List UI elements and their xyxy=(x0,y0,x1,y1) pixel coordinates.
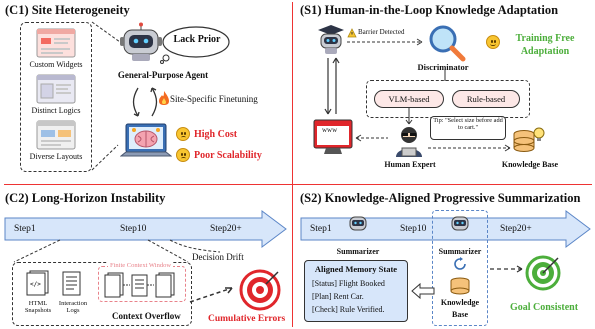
high-cost-label: High Cost xyxy=(194,129,238,140)
goal-arrow xyxy=(490,265,523,273)
memory-line-2: [Plan] Rent Car. xyxy=(312,292,364,301)
kb-label: Knowledge Base xyxy=(501,160,559,169)
summarizer-label-2: Summarizer xyxy=(438,247,482,256)
c1-title: (C1) Site Heterogeneity xyxy=(5,3,130,17)
magnifier-icon xyxy=(429,25,466,62)
barrier-arrow xyxy=(347,38,423,46)
target-miss-icon xyxy=(239,269,281,311)
laptop-brain-icon xyxy=(120,123,172,157)
agent-label: General-Purpose Agent xyxy=(117,70,209,80)
human-expert-icon xyxy=(396,127,422,157)
interaction-logs-label: Interaction Logs xyxy=(58,300,88,315)
refresh-icon xyxy=(454,257,466,270)
fire-icon xyxy=(159,91,169,105)
summarizer-icon-2 xyxy=(451,216,469,231)
s1-loop-arrows xyxy=(324,57,340,115)
human-expert-label: Human Expert xyxy=(384,160,436,169)
tip-text: Tip: "Select size before add to cart." xyxy=(433,117,503,131)
goal-target-icon xyxy=(525,255,561,291)
goal-consistent-label: Goal Consistent xyxy=(509,302,579,313)
barrier-label: Barrier Detected xyxy=(358,28,405,36)
s2-highlight-box xyxy=(432,210,488,326)
custom-widgets-icon xyxy=(36,28,76,58)
c2-step10: Step10 xyxy=(120,224,147,234)
site-label-layouts: Diverse Layouts xyxy=(29,152,83,161)
rule-based-pill: Rule-based xyxy=(452,90,520,108)
memory-hollow-arrow xyxy=(411,282,435,300)
c2-step20: Step20+ xyxy=(210,224,242,234)
finetune-label: Site-Specific Finetuning xyxy=(170,94,258,104)
robot-agent-icon xyxy=(120,22,162,61)
summarizer-icon-1 xyxy=(349,216,367,231)
lack-prior-label: Lack Prior xyxy=(173,34,221,45)
memory-title: Aligned Memory State xyxy=(314,264,398,274)
interaction-logs-icon xyxy=(62,271,81,296)
s2-timeline-arrow xyxy=(300,210,591,248)
s1-title: (S1) Human-in-the-Loop Knowledge Adaptat… xyxy=(300,3,559,17)
html-snapshots-label: HTML Snapshots xyxy=(24,300,52,315)
warning-icon xyxy=(347,28,357,38)
distinct-logics-icon xyxy=(36,74,76,104)
browser-icon xyxy=(313,119,353,154)
s2-step1: Step1 xyxy=(310,224,332,234)
www-label: www xyxy=(322,126,338,134)
c2-error-arrow xyxy=(189,287,233,303)
summarizer-label-1: Summarizer xyxy=(336,247,380,256)
site-connectors xyxy=(91,21,121,171)
context-overflow-label: Context Overflow xyxy=(112,311,181,321)
tip-bubble xyxy=(430,116,506,140)
svg-text:</>: </> xyxy=(30,281,41,288)
finetune-cycle-arrows xyxy=(132,87,158,117)
site-label-widgets: Custom Widgets xyxy=(29,60,83,69)
context-docs-icon xyxy=(104,272,175,298)
c2-zoom-lines xyxy=(13,239,221,263)
sad-face-icon xyxy=(176,127,190,141)
discriminator-label: Discriminator xyxy=(417,62,469,72)
disc-connector xyxy=(444,70,446,81)
context-window-label: Finite Context Window xyxy=(108,262,174,269)
happy-face-icon xyxy=(486,35,500,49)
knowledge-base-icon xyxy=(513,127,545,152)
s2-kb-icon xyxy=(450,277,470,295)
training-free-label: Training Free xyxy=(515,33,575,44)
decision-drift-label: Decision Drift xyxy=(192,252,244,262)
expert-connectors xyxy=(355,108,413,142)
s2-title: (S2) Knowledge-Aligned Progressive Summa… xyxy=(300,191,581,205)
context-box xyxy=(12,262,192,326)
c2-timeline-arrow xyxy=(4,210,287,248)
c2-title: (C2) Long-Horizon Instability xyxy=(5,191,166,205)
sites-box xyxy=(20,22,92,172)
sad-face-icon-2 xyxy=(176,148,190,162)
memory-line-3: [Check] Rule Verified. xyxy=(312,305,385,314)
memory-state-box xyxy=(304,260,408,322)
adaptation-label: Adaptation xyxy=(520,46,570,57)
html-snapshots-icon: </> xyxy=(26,270,49,296)
thought-cloud xyxy=(160,26,230,64)
cumulative-errors-label: Cumulative Errors xyxy=(208,314,286,324)
site-label-logics: Distinct Logics xyxy=(31,106,81,115)
poor-scalability-label: Poor Scalability xyxy=(194,150,262,161)
memory-line-1: [Status] Flight Booked xyxy=(312,279,385,288)
c2-step1: Step1 xyxy=(14,224,36,234)
diverse-layouts-icon xyxy=(36,120,76,150)
agent-icon xyxy=(318,25,344,54)
horizontal-divider xyxy=(4,184,592,185)
kb-arrow xyxy=(428,144,511,152)
s2-kb-label-2: Base xyxy=(452,310,468,319)
s2-step20: Step20+ xyxy=(500,224,532,234)
s2-step10: Step10 xyxy=(400,224,427,234)
s2-kb-label-1: Knowledge xyxy=(440,298,480,307)
vlm-based-pill: VLM-based xyxy=(374,90,444,108)
vertical-divider xyxy=(292,2,293,327)
